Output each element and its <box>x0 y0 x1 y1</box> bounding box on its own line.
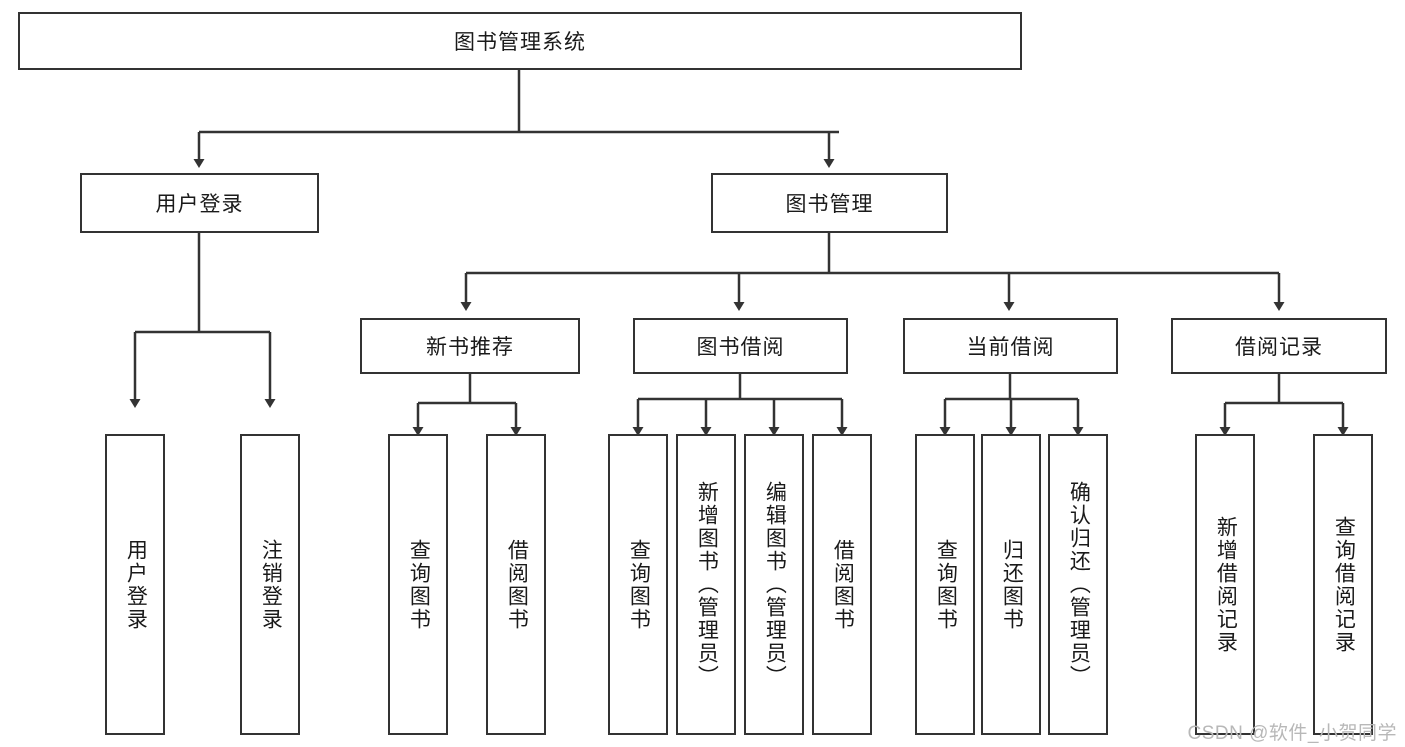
leaf-user-login-logout[interactable]: 注销登录 <box>240 434 300 735</box>
leaf-user-login-login[interactable]: 用户登录 <box>105 434 165 735</box>
leaf-borrow-record-add-record[interactable]: 新增借阅记录 <box>1195 434 1255 735</box>
node-label: 借阅图书 <box>831 538 855 631</box>
leaf-new-book-query-book[interactable]: 查询图书 <box>388 434 448 735</box>
node-label: 归还图书 <box>1000 538 1024 631</box>
node-label: 查询图书 <box>934 538 958 631</box>
node-label: 查询图书 <box>627 538 651 631</box>
node-root-book-management-system[interactable]: 图书管理系统 <box>18 12 1022 70</box>
node-current-borrow[interactable]: 当前借阅 <box>903 318 1118 374</box>
node-label: 查询借阅记录 <box>1332 515 1356 654</box>
node-label: 图书借阅 <box>696 336 785 359</box>
leaf-borrow-record-query-record[interactable]: 查询借阅记录 <box>1313 434 1373 735</box>
leaf-current-borrow-query-book[interactable]: 查询图书 <box>915 434 975 735</box>
leaf-current-borrow-confirm-return-admin[interactable]: 确认归还（管理员） <box>1048 434 1108 735</box>
leaf-book-borrow-borrow-book[interactable]: 借阅图书 <box>812 434 872 735</box>
node-label: 新增借阅记录 <box>1214 515 1238 654</box>
node-label: 借阅记录 <box>1235 336 1323 359</box>
node-user-login[interactable]: 用户登录 <box>80 173 319 233</box>
node-label: 确认归还（管理员） <box>1067 481 1091 688</box>
node-label: 新增图书（管理员） <box>695 481 719 688</box>
node-label: 查询图书 <box>407 538 431 631</box>
leaf-book-borrow-edit-book-admin[interactable]: 编辑图书（管理员） <box>744 434 804 735</box>
node-book-management[interactable]: 图书管理 <box>711 173 948 233</box>
leaf-current-borrow-return-book[interactable]: 归还图书 <box>981 434 1041 735</box>
node-label: 新书推荐 <box>426 336 514 359</box>
node-label: 用户登录 <box>124 538 148 631</box>
node-book-borrow[interactable]: 图书借阅 <box>633 318 848 374</box>
watermark-text: CSDN @软件_小贺同学 <box>1187 723 1397 744</box>
node-new-book-recommend[interactable]: 新书推荐 <box>360 318 580 374</box>
leaf-new-book-borrow-book[interactable]: 借阅图书 <box>486 434 546 735</box>
node-label: 编辑图书（管理员） <box>763 481 787 688</box>
node-label: 图书管理系统 <box>454 31 586 54</box>
leaf-book-borrow-query-book[interactable]: 查询图书 <box>608 434 668 735</box>
leaf-book-borrow-add-book-admin[interactable]: 新增图书（管理员） <box>676 434 736 735</box>
node-label: 用户登录 <box>155 193 244 216</box>
node-label: 借阅图书 <box>505 538 529 631</box>
node-label: 注销登录 <box>259 538 283 631</box>
node-label: 当前借阅 <box>966 336 1055 359</box>
node-label: 图书管理 <box>785 193 874 216</box>
node-borrow-record[interactable]: 借阅记录 <box>1171 318 1387 374</box>
